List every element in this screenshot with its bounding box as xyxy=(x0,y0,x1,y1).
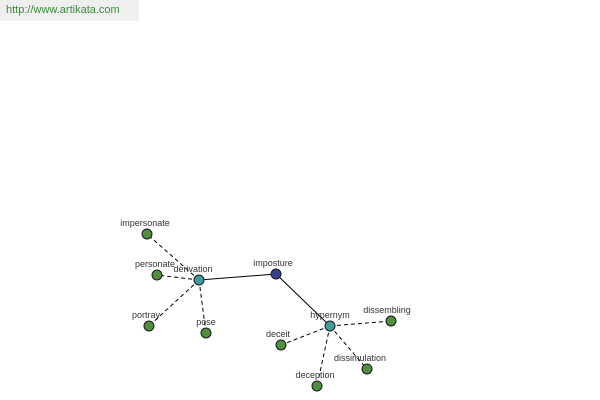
node-label-hypernym: hypernym xyxy=(310,310,350,320)
node-dissimulation[interactable]: dissimulation xyxy=(334,353,386,375)
edge-hypernym-dissembling xyxy=(329,320,392,327)
edge-derivation-impersonate xyxy=(146,233,200,281)
node-deception[interactable]: deception xyxy=(295,370,335,392)
node-label-deception: deception xyxy=(295,370,334,380)
node-circle-deceit[interactable] xyxy=(275,339,287,351)
graph-nodes: imposture derivation hypernym impersonate pe… xyxy=(120,218,411,392)
node-label-pose: pose xyxy=(196,317,216,327)
node-impersonate[interactable]: impersonate xyxy=(120,218,170,240)
node-personate[interactable]: personate xyxy=(135,259,175,281)
node-circle-dissembling[interactable] xyxy=(385,315,397,327)
node-circle-personate[interactable] xyxy=(151,269,163,281)
node-circle-derivation[interactable] xyxy=(193,274,205,286)
node-label-dissimulation: dissimulation xyxy=(334,353,386,363)
node-circle-deception[interactable] xyxy=(311,380,323,392)
node-imposture[interactable]: imposture xyxy=(253,258,293,280)
graph-edges xyxy=(146,233,392,387)
node-circle-imposture[interactable] xyxy=(270,268,282,280)
node-label-personate: personate xyxy=(135,259,175,269)
edge-derivation-pose xyxy=(198,279,207,334)
node-circle-hypernym[interactable] xyxy=(324,320,336,332)
edge-hypernym-deceit xyxy=(280,325,331,346)
edge-hypernym-dissimulation xyxy=(329,325,368,370)
node-portray[interactable]: portray xyxy=(132,310,161,332)
source-link[interactable]: http://www.artikata.com xyxy=(0,0,139,21)
node-derivation[interactable]: derivation xyxy=(173,264,213,286)
node-circle-impersonate[interactable] xyxy=(141,228,153,240)
node-label-derivation: derivation xyxy=(173,264,212,274)
node-dissembling[interactable]: dissembling xyxy=(363,305,411,327)
node-pose[interactable]: pose xyxy=(196,317,216,339)
edge-hypernym-deception xyxy=(316,325,331,387)
node-label-imposture: imposture xyxy=(253,258,293,268)
node-label-portray: portray xyxy=(132,310,161,320)
edge-derivation-personate xyxy=(156,274,200,281)
edge-derivation-portray xyxy=(148,279,200,327)
node-hypernym[interactable]: hypernym xyxy=(310,310,350,332)
edge-imposture-hypernym xyxy=(275,273,331,327)
node-circle-pose[interactable] xyxy=(200,327,212,339)
node-circle-portray[interactable] xyxy=(143,320,155,332)
node-deceit[interactable]: deceit xyxy=(266,329,291,351)
node-label-dissembling: dissembling xyxy=(363,305,411,315)
node-label-impersonate: impersonate xyxy=(120,218,170,228)
node-circle-dissimulation[interactable] xyxy=(361,363,373,375)
node-label-deceit: deceit xyxy=(266,329,291,339)
edge-imposture-derivation xyxy=(198,273,277,281)
